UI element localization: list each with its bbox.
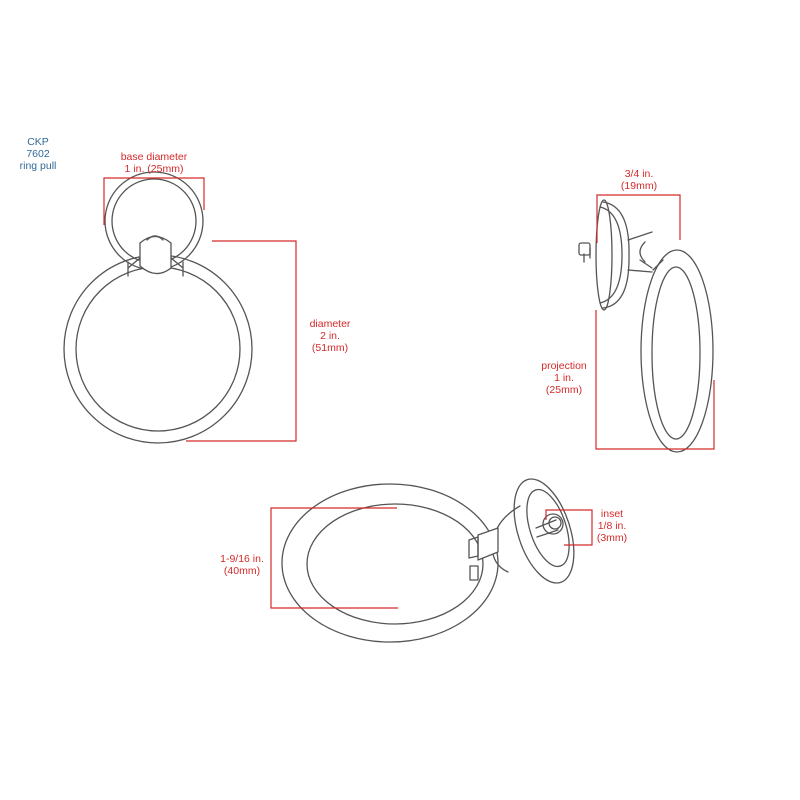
front-view-drawing	[63, 171, 253, 444]
base-diameter-label: base diameter 1 in. (25mm)	[120, 151, 188, 175]
product-model: 7602	[26, 148, 50, 160]
projection-label: projection 1 in. (25mm)	[541, 360, 587, 396]
diameter-dimension-line	[186, 240, 297, 442]
inset-dimension-line	[545, 509, 593, 546]
side-view-drawing	[578, 199, 714, 453]
product-brand: CKP	[27, 136, 49, 148]
product-title: CKP 7602 ring pull	[14, 136, 62, 172]
diameter-label: diameter 2 in. (51mm)	[309, 318, 351, 354]
product-name: ring pull	[19, 160, 57, 172]
ring-height-dimension-line	[270, 507, 398, 609]
inset-label: inset 1/8 in. (3mm)	[596, 508, 628, 544]
base-depth-dimension-line	[596, 194, 681, 243]
ring-height-label: 1-9/16 in. (40mm)	[220, 553, 264, 577]
base-depth-label: 3/4 in. (19mm)	[620, 168, 658, 192]
perspective-view-drawing	[281, 478, 575, 643]
base-diameter-dimension-line	[103, 177, 205, 225]
projection-dimension-line	[595, 310, 715, 450]
